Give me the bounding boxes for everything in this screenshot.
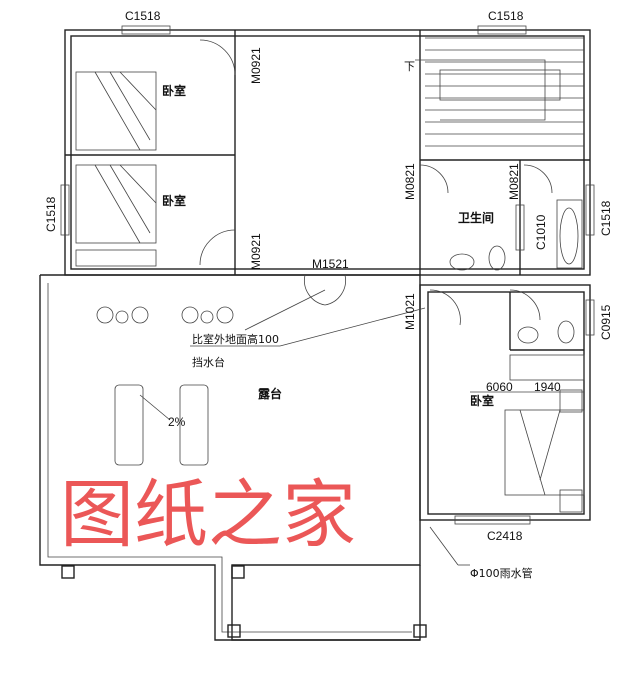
room-bathroom: 卫生间 [458,210,494,225]
door-m0821-right: M0821 [507,163,521,200]
dimension-1940: 1940 [534,380,561,394]
window-c1518-right: C1518 [599,200,613,236]
stairs: 下 [404,37,584,147]
window-c1518-left: C1518 [44,196,58,232]
window-c1518-top-left: C1518 [125,9,161,23]
windows [60,25,595,525]
room-bedroom-1: 卧室 [162,83,186,98]
slope-label: 2% [168,415,186,429]
room-bedroom-3: 卧室 [470,393,494,408]
labels: 卧室 卧室 卫生间 卧室 露台 C1518 C1518 C1518 C1518 … [44,9,613,580]
dimension-6060: 6060 [486,380,513,394]
stair-down-label: 下 [404,60,415,73]
room-bedroom-2: 卧室 [162,193,186,208]
window-c0915: C0915 [599,304,613,340]
drain-pipe-label: Φ100雨水管 [470,566,533,580]
watermark: 图纸之家 [60,472,356,558]
window-c1518-top-right: C1518 [488,9,524,23]
door-m1021: M1021 [403,293,417,330]
height-note: 比室外地面高100 [192,332,279,346]
door-m0921-2: M0921 [249,233,263,270]
door-m0821-left: M0821 [403,163,417,200]
door-m0921-1: M0921 [249,47,263,84]
furniture [75,39,585,566]
room-terrace: 露台 [258,386,282,401]
window-c1010: C1010 [534,214,548,250]
door-m1521: M1521 [312,257,349,271]
window-c2418: C2418 [487,529,523,543]
walls [39,29,591,641]
water-stop-label: 挡水台 [192,355,225,369]
